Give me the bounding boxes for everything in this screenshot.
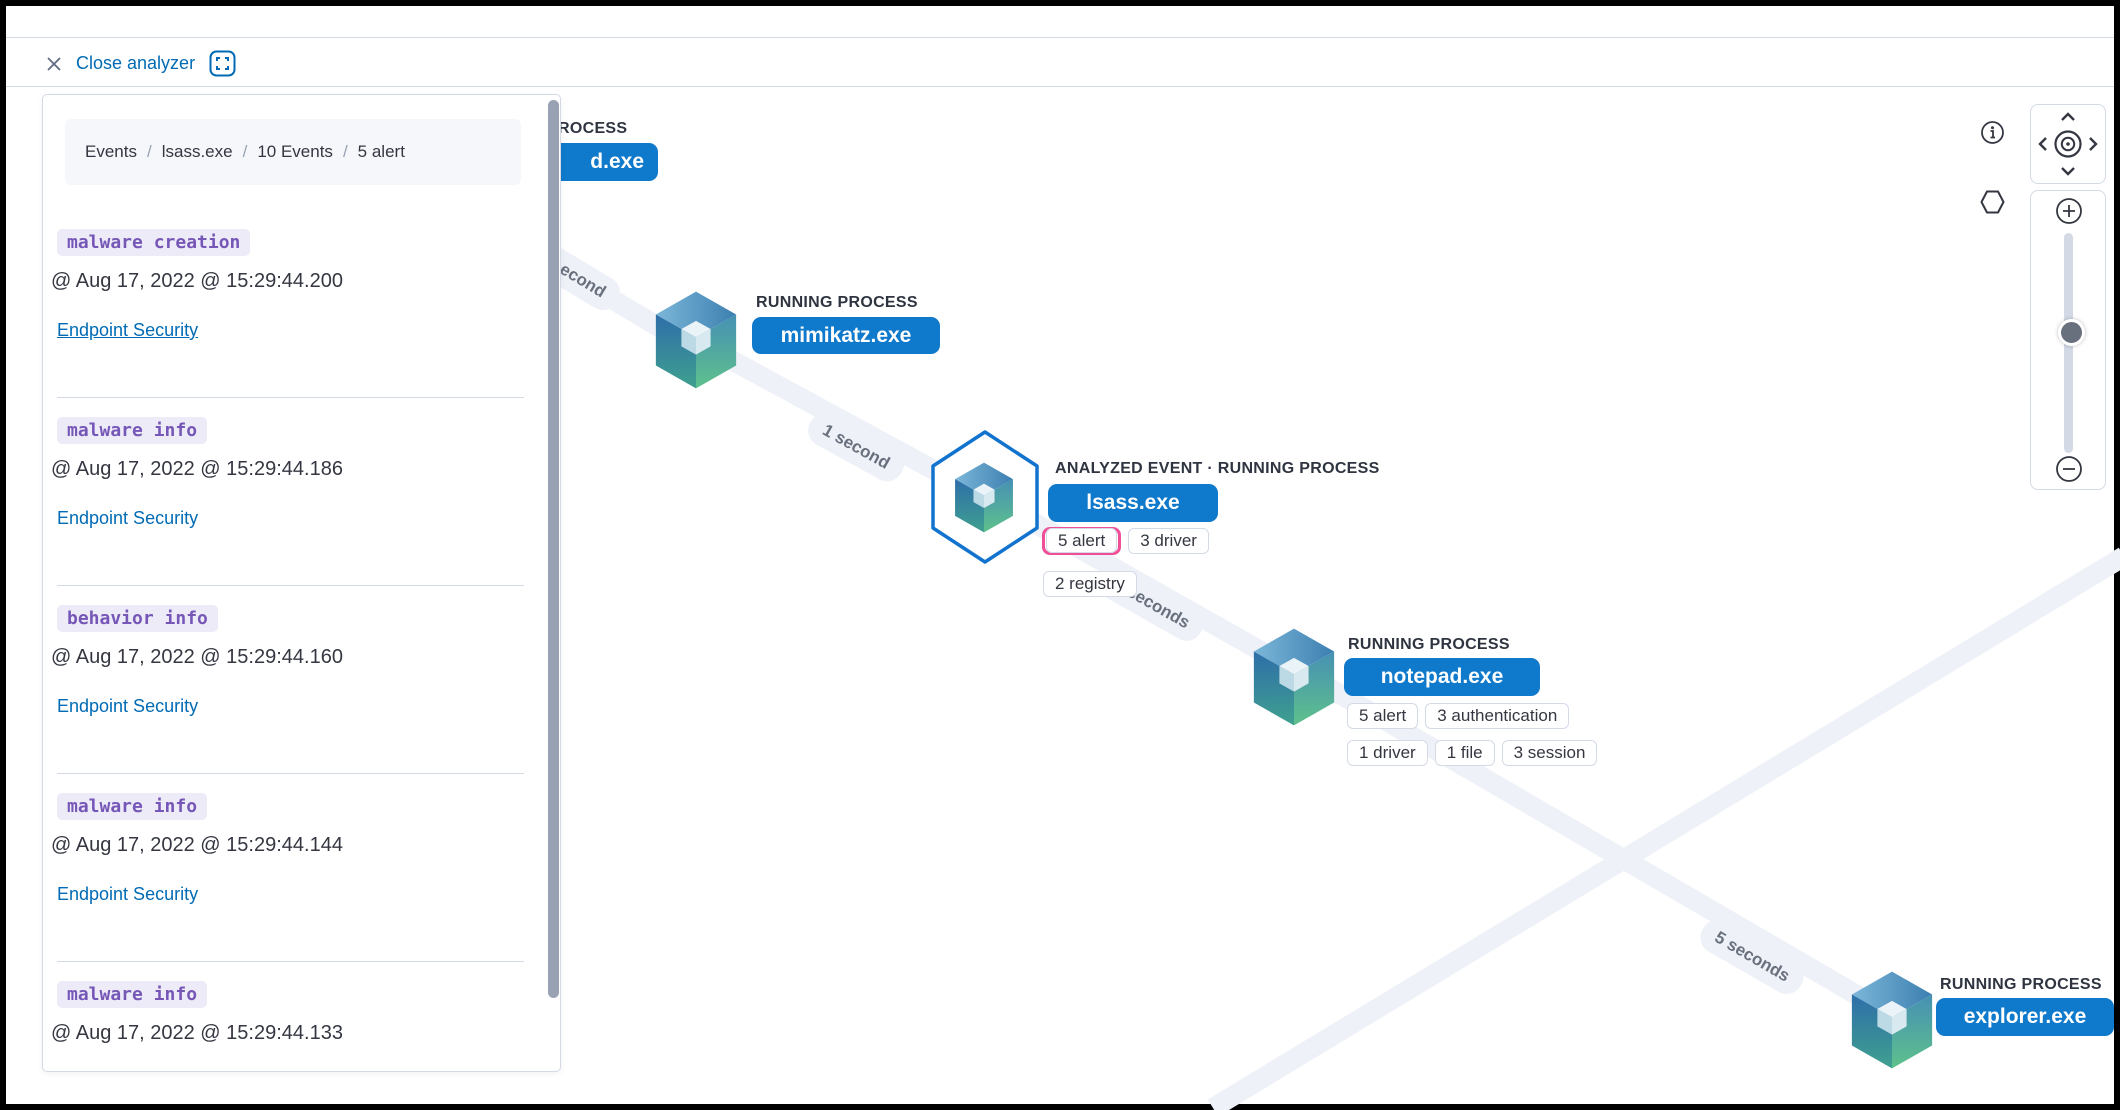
notepad-pill-3-session[interactable]: 3 session (1501, 740, 1598, 766)
event-category-badge: malware info (57, 793, 208, 820)
zoom-control (2030, 190, 2106, 490)
event-category-badge: malware info (57, 417, 208, 444)
lsass-pill-3-driver[interactable]: 3 driver (1128, 528, 1209, 554)
node-lsass-type-label: ANALYZED EVENT · RUNNING PROCESS (1055, 460, 1380, 477)
node-notepad-process-button[interactable]: notepad.exe (1344, 658, 1540, 696)
pan-control (2030, 104, 2106, 184)
selected-pill-ring: 5 alert (1042, 527, 1122, 555)
node-mimikatz-process-button[interactable]: mimikatz.exe (752, 317, 940, 354)
event-category-badge: malware info (57, 981, 208, 1008)
event-divider (57, 585, 524, 586)
breadcrumb: Events lsass.exe 10 Events 5 alert (65, 119, 521, 185)
center-camera-button[interactable] (2054, 130, 2084, 160)
pan-down-button[interactable] (2055, 162, 2083, 182)
event-category-badge: behavior info (57, 605, 218, 632)
pan-up-button[interactable] (2055, 106, 2083, 126)
lsass-pill-5-alert[interactable]: 5 alert (1046, 528, 1118, 553)
event-timestamp: @ Aug 17, 2022 @ 15:29:44.200 (51, 270, 343, 292)
zoom-slider-track[interactable] (2058, 233, 2085, 453)
event-timestamp: @ Aug 17, 2022 @ 15:29:44.133 (51, 1022, 343, 1044)
event-source-link[interactable]: Endpoint Security (57, 320, 199, 340)
process-cube-icon[interactable] (650, 288, 742, 392)
center-camera-icon (2054, 130, 2082, 158)
notepad-pill-3-authentication[interactable]: 3 authentication (1425, 703, 1570, 729)
hexagon-icon[interactable] (1979, 188, 2006, 216)
notepad-pill-1-file[interactable]: 1 file (1434, 740, 1495, 766)
breadcrumb-5-alert: 5 alert (333, 142, 405, 162)
breadcrumb-events[interactable]: Events (85, 142, 137, 161)
zoom-out-icon[interactable] (2055, 455, 2083, 483)
event-category-badge: malware creation (57, 229, 251, 256)
pan-right-button[interactable] (2084, 131, 2104, 159)
process-cube-icon[interactable] (1846, 968, 1938, 1072)
process-cube-icon[interactable] (951, 460, 1017, 535)
event-source-link[interactable]: Endpoint Security (57, 696, 199, 716)
events-panel: Events lsass.exe 10 Events 5 alert malwa… (42, 94, 561, 1072)
zoom-in-icon[interactable] (2055, 197, 2083, 225)
process-cube-icon[interactable] (1248, 625, 1340, 729)
breadcrumb-lsass[interactable]: lsass.exe (137, 142, 233, 162)
node-explorer-process-button[interactable]: explorer.exe (1936, 998, 2114, 1036)
notepad-pill-5-alert[interactable]: 5 alert (1347, 703, 1419, 729)
pan-right-icon (2089, 137, 2098, 151)
event-divider (57, 961, 524, 962)
node-explorer-type-label: RUNNING PROCESS (1940, 976, 2102, 993)
close-analyzer-button[interactable]: Close analyzer (76, 53, 196, 73)
pan-left-button[interactable] (2032, 131, 2052, 159)
close-icon[interactable] (46, 56, 62, 72)
event-timestamp: @ Aug 17, 2022 @ 15:29:44.144 (51, 834, 343, 856)
node-mimikatz-type-label: RUNNING PROCESS (756, 294, 918, 311)
event-timestamp: @ Aug 17, 2022 @ 15:29:44.160 (51, 646, 343, 668)
analyzer-surface: econd 1 second 3 seconds 5 seconds ROCES… (6, 6, 2120, 1110)
node-cut-type-label: ROCESS (558, 120, 628, 137)
node-lsass-process-button[interactable]: lsass.exe (1048, 484, 1218, 522)
graph-top-border (6, 86, 2114, 87)
breadcrumb-10-events[interactable]: 10 Events (233, 142, 333, 162)
pan-up-icon (2061, 112, 2075, 121)
panel-scrollbar[interactable] (548, 100, 559, 998)
event-source-link[interactable]: Endpoint Security (57, 508, 199, 528)
info-icon[interactable] (1980, 120, 2005, 145)
node-notepad-type-label: RUNNING PROCESS (1348, 636, 1510, 653)
header-divider (6, 37, 2114, 38)
event-timestamp: @ Aug 17, 2022 @ 15:29:44.186 (51, 458, 343, 480)
fullscreen-icon[interactable] (209, 50, 236, 77)
zoom-slider-thumb[interactable] (2058, 319, 2085, 346)
event-divider (57, 397, 524, 398)
notepad-pill-1-driver[interactable]: 1 driver (1347, 740, 1428, 766)
pan-down-icon (2061, 167, 2075, 176)
event-divider (57, 773, 524, 774)
event-source-link[interactable]: Endpoint Security (57, 884, 199, 904)
pan-left-icon (2038, 137, 2047, 151)
lsass-pill-2-registry[interactable]: 2 registry (1043, 571, 1137, 597)
